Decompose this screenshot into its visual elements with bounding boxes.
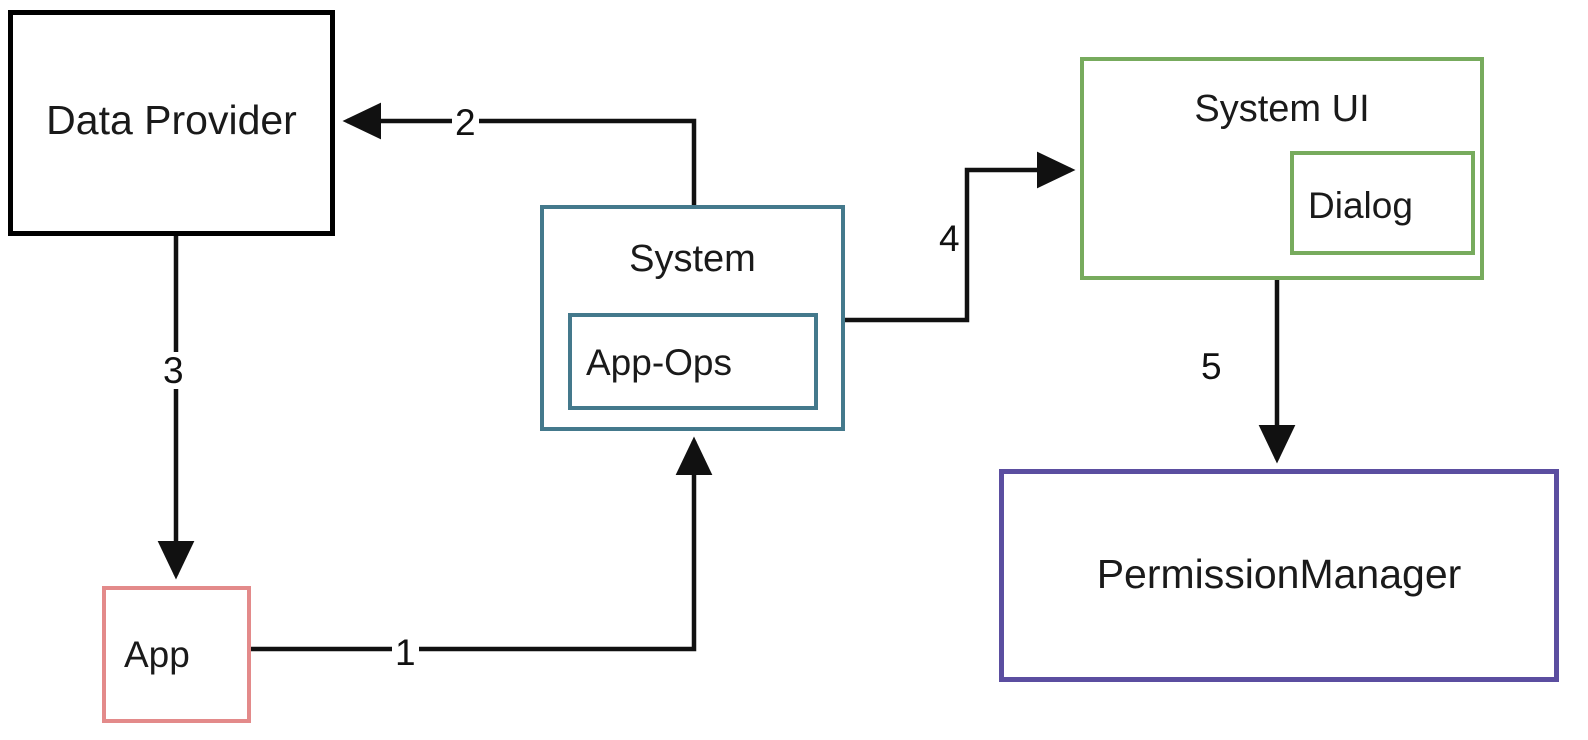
node-app[interactable]	[102, 586, 251, 723]
node-dialog[interactable]	[1290, 151, 1475, 255]
node-system-label: System	[629, 238, 756, 280]
edge-label-1: 1	[392, 634, 419, 671]
edge-1-path	[251, 436, 713, 652]
node-app-ops-label: App-Ops	[586, 342, 733, 383]
node-data-provider-label: Data Provider	[46, 97, 297, 143]
node-permission-manager[interactable]	[999, 469, 1559, 682]
node-dialog-label: Dialog	[1308, 185, 1413, 226]
edge-4-path	[845, 151, 1076, 323]
edge-label-2: 2	[452, 104, 479, 141]
node-app-ops[interactable]	[568, 313, 818, 410]
node-app-label: App	[124, 634, 190, 675]
node-system-ui-label: System UI	[1194, 88, 1370, 130]
edge-label-3: 3	[160, 352, 187, 389]
node-permission-manager-label: PermissionManager	[1096, 551, 1462, 597]
edge-2-path	[342, 102, 697, 207]
node-data-provider[interactable]	[8, 10, 335, 236]
edge-label-4: 4	[936, 220, 963, 257]
edge-label-5: 5	[1198, 348, 1225, 385]
